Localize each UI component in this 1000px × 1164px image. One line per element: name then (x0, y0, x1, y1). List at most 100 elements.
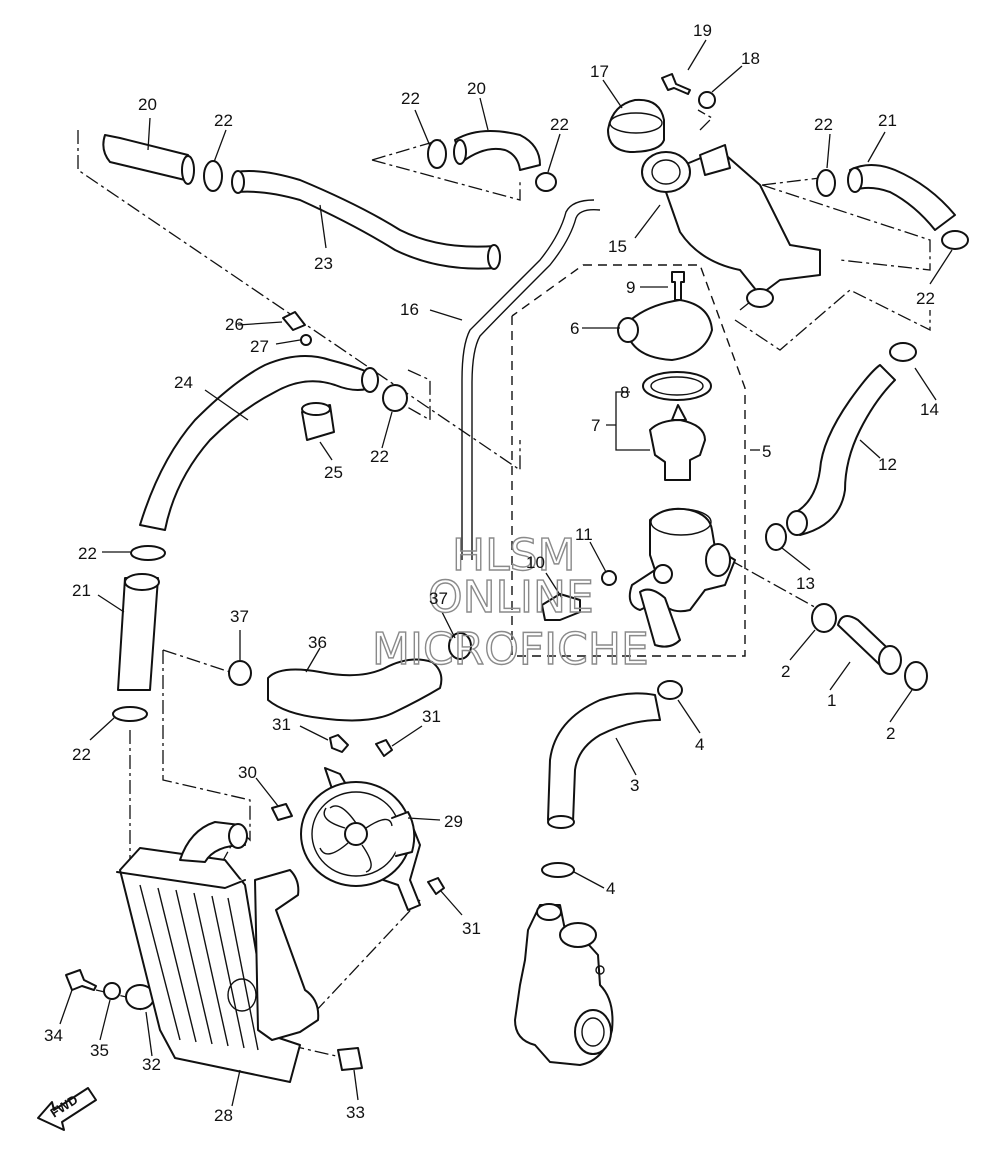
callout-18: 18 (741, 49, 760, 68)
callout-22-b: 22 (401, 89, 420, 108)
callout-labels: 1 2 2 3 4 4 5 6 7 8 9 10 11 12 13 14 15 … (44, 21, 939, 1125)
hose-21-left (117, 577, 159, 691)
water-pump (514, 903, 614, 1066)
callout-7: 7 (591, 416, 600, 435)
callout-21-b: 21 (72, 581, 91, 600)
bolt-31-b (375, 739, 393, 757)
collar-33 (337, 1047, 363, 1071)
callout-22-f: 22 (370, 447, 389, 466)
o-ring-8 (642, 371, 712, 401)
callout-31-b: 31 (422, 707, 441, 726)
callout-22-d: 22 (814, 115, 833, 134)
hose-3 (547, 692, 661, 823)
callout-21-a: 21 (878, 111, 897, 130)
callout-28: 28 (214, 1106, 233, 1125)
clamp-22-a (203, 160, 223, 192)
radiator-cap-17 (607, 98, 665, 153)
callout-3: 3 (630, 776, 639, 795)
callout-33: 33 (346, 1103, 365, 1122)
bolt-34 (65, 969, 97, 991)
callout-22-g: 22 (78, 544, 97, 563)
hose-20-right (454, 130, 541, 171)
callout-29: 29 (444, 812, 463, 831)
callout-22-a: 22 (214, 111, 233, 130)
clamp-22-h (112, 706, 148, 722)
callout-2-b: 2 (886, 724, 895, 743)
callout-11: 11 (575, 525, 593, 544)
callout-22-c: 22 (550, 115, 569, 134)
callout-20-b: 20 (467, 79, 486, 98)
callout-26: 26 (225, 315, 244, 334)
callout-35: 35 (90, 1041, 109, 1060)
callout-5: 5 (762, 442, 771, 461)
callout-37-a: 37 (230, 607, 249, 626)
hose-21-right (849, 164, 956, 231)
fitting-27 (300, 334, 312, 346)
callout-37-b: 37 (429, 589, 448, 608)
callout-34: 34 (44, 1026, 63, 1045)
callout-15: 15 (608, 237, 627, 256)
callout-27: 27 (250, 337, 269, 356)
callout-4-a: 4 (695, 735, 704, 754)
clamp-22-f (382, 384, 408, 412)
pipe-23 (235, 170, 496, 270)
clamp-22-e (941, 230, 969, 250)
callout-9: 9 (626, 278, 635, 297)
hose-clamps (112, 139, 969, 878)
hose-36 (267, 658, 443, 722)
callout-32: 32 (142, 1055, 161, 1074)
clamp-13 (765, 523, 787, 551)
callout-19: 19 (693, 21, 712, 40)
watermark-line-1: HLSM (452, 530, 576, 581)
washer-35 (103, 982, 121, 1000)
watermark: HLSM ONLINE MICROFICHE (371, 529, 649, 675)
callout-20-a: 20 (138, 95, 157, 114)
thermostat-assembly (617, 299, 736, 648)
clamp-22-d (816, 169, 836, 197)
forward-direction-badge: FWD (37, 1087, 97, 1131)
clamp-22-c (535, 172, 557, 192)
callout-1: 1 (827, 691, 836, 710)
callout-22-h: 22 (72, 745, 91, 764)
bolt-31-a (329, 734, 349, 753)
reservoir-outlet (746, 288, 774, 308)
washer-18 (698, 91, 716, 109)
bolt-9 (671, 271, 685, 301)
hose-16 (461, 199, 601, 560)
callout-30: 30 (238, 763, 257, 782)
callout-4-b: 4 (606, 879, 615, 898)
watermark-line-2: ONLINE (428, 572, 594, 623)
radiator (116, 821, 320, 1083)
clamp-14 (889, 342, 917, 362)
callout-13: 13 (796, 574, 815, 593)
hose-20-left (102, 134, 191, 181)
callout-16: 16 (400, 300, 419, 319)
clamp-4-a (657, 680, 683, 700)
callout-6: 6 (570, 319, 579, 338)
callout-24: 24 (174, 373, 193, 392)
bolt-19 (661, 73, 691, 95)
leader-lines (59, 39, 953, 1107)
clamp-2-b (904, 661, 928, 691)
washer-11 (601, 570, 617, 586)
thermostat-cover-6 (624, 299, 713, 361)
callout-8: 8 (620, 383, 629, 402)
callout-31-c: 31 (462, 919, 481, 938)
cooling-fan (300, 767, 421, 911)
thermostat-7 (649, 419, 706, 481)
plug-26 (282, 311, 306, 331)
callout-17: 17 (590, 62, 609, 81)
clamp-37-b (448, 632, 472, 660)
callout-14: 14 (920, 400, 939, 419)
clamp-22-g (130, 545, 166, 561)
clamp-4-b (541, 862, 575, 878)
reservoir-tank (607, 98, 821, 308)
callout-2-a: 2 (781, 662, 790, 681)
callout-10: 10 (526, 553, 545, 572)
hoses (102, 130, 956, 829)
callout-25: 25 (324, 463, 343, 482)
watermark-line-3: MICROFICHE (372, 624, 649, 675)
callout-36: 36 (308, 633, 327, 652)
callout-23: 23 (314, 254, 333, 273)
